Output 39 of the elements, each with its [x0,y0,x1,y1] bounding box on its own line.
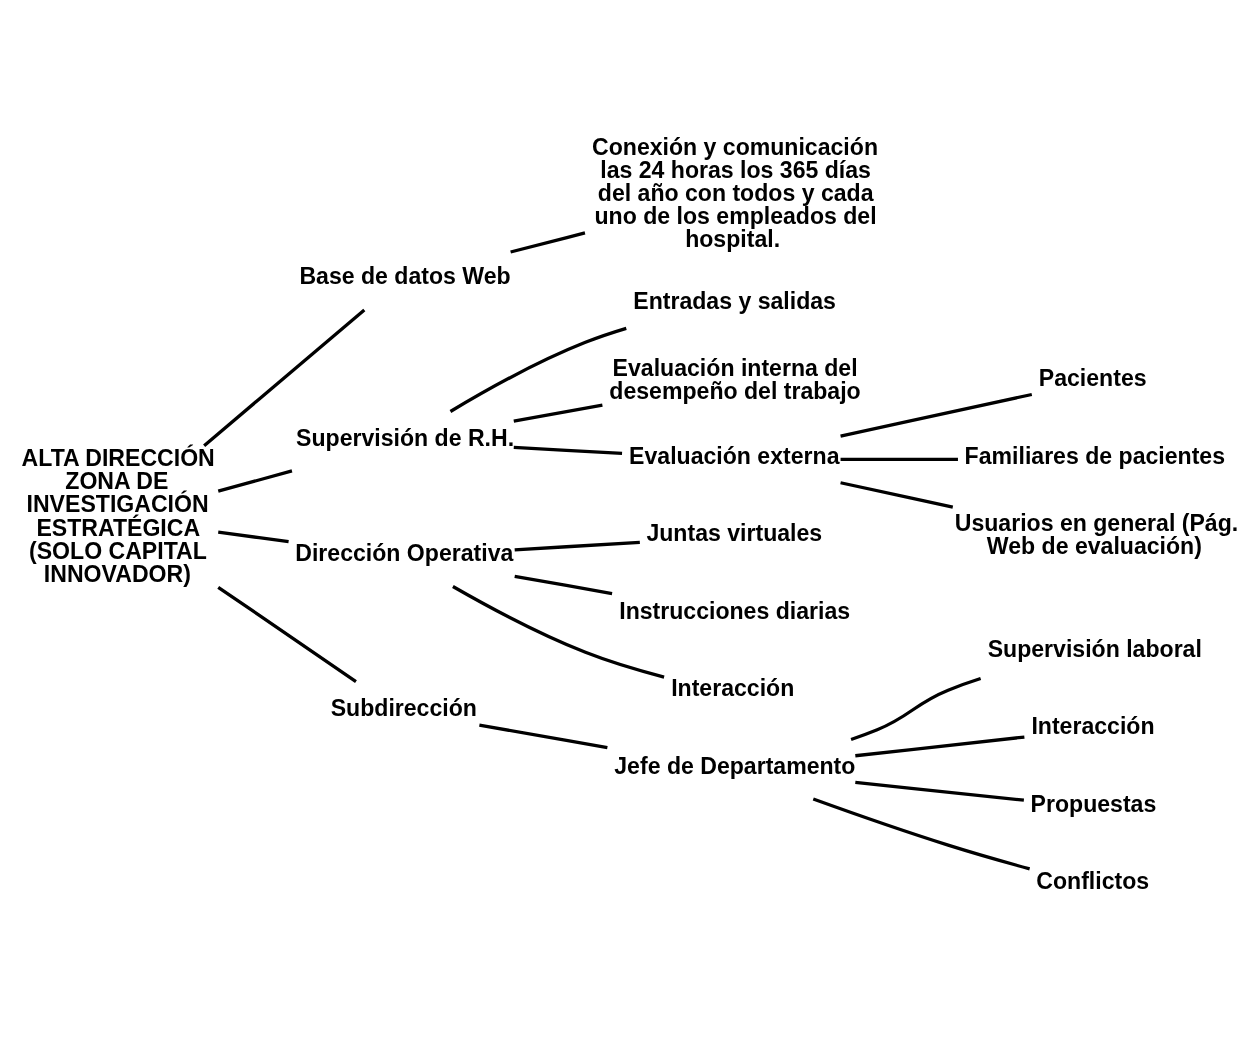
node-text: Evaluación interna del desempeño del trabajo [609,354,861,404]
connector [513,445,623,455]
connector [449,326,627,413]
node-text: Juntas virtuales [646,519,823,546]
node-text: Subdirección [330,694,477,721]
connector [218,530,289,543]
node-text: Entradas y salidas [633,287,836,314]
connector [217,468,293,493]
connector [812,797,1031,870]
node-text: Usuarios en general (Pág. Web de evaluación) [954,509,1239,559]
node-text: Evaluación externa [629,442,840,469]
connector [855,734,1025,757]
node-text: ALTA DIRECCIÓN ZONA DE INVESTIGACIÓN ESTRATÉGICA (SOLO CAPITAL INNOVADOR) [21,444,215,587]
connector [514,540,640,552]
node-text: Pacientes [1038,364,1147,391]
node-text: Interacción [1031,712,1155,739]
node-text: Jefe de Departamento [614,752,856,779]
connector [510,230,586,254]
connector [840,392,1033,438]
node-text: Familiares de pacientes [964,442,1226,469]
node-text: Interacción [671,674,795,701]
connector [513,402,603,423]
node-text: Base de datos Web [299,262,511,289]
connector [840,457,958,461]
node-text: Conexión y comunicación las 24 horas los 365 días del año con todos y cada uno de los empleados del hospital. [592,133,878,252]
connector [855,780,1025,802]
connector [840,480,954,509]
node-text: Supervisión laboral [987,635,1202,662]
node-text: Instrucciones diarias [619,597,851,624]
node-text: Supervisión de R.H. [296,424,515,451]
node-text: Conflictos [1036,867,1150,894]
connector [479,722,608,749]
connector [217,585,357,683]
node-text: Propuestas [1030,790,1157,817]
connector [203,308,366,447]
connector [514,574,613,595]
connector [850,676,982,741]
connector [452,584,665,679]
node-text: Dirección Operativa [295,539,514,566]
